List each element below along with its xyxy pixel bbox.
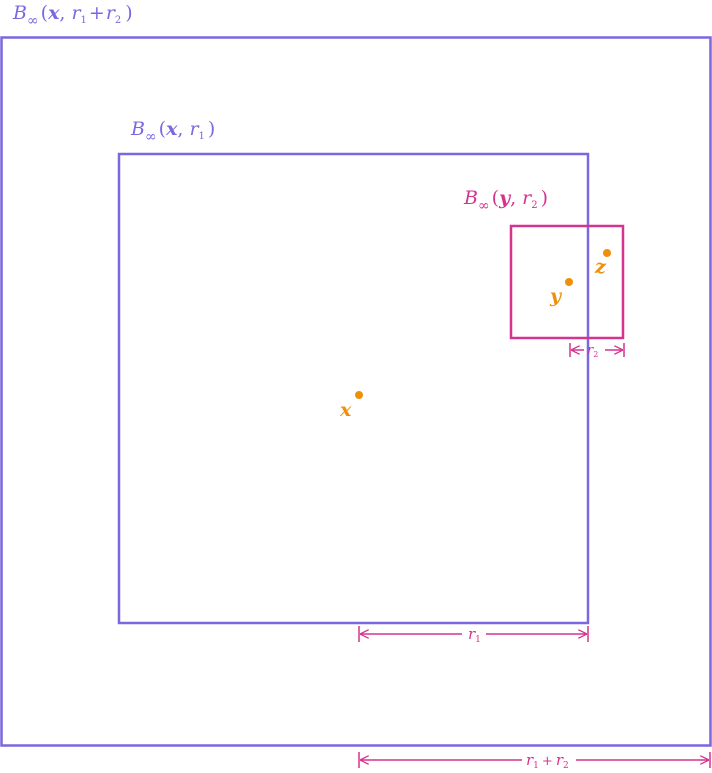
ball-r2-label: B∞(y,r2)	[463, 187, 548, 214]
point-x-dot	[355, 391, 363, 399]
point-y-dot	[565, 278, 573, 286]
point-z-label: z	[594, 256, 607, 278]
ball-r1-square	[117, 152, 590, 625]
point-x-label: x	[339, 399, 352, 421]
ball-r2-square	[509, 224, 625, 340]
point-z-dot	[603, 249, 611, 257]
dim-r1r2-label: r1+r2	[526, 751, 569, 771]
dim-r1-label: r1	[468, 625, 481, 645]
point-y-label: y	[549, 285, 563, 307]
outer-ball-square	[0, 36, 712, 747]
ball-r1-label: B∞(x,r1)	[130, 118, 215, 145]
dim-r2-label: r2	[587, 343, 598, 359]
outer-ball-label: B∞(x,r1+r2)	[12, 2, 133, 29]
